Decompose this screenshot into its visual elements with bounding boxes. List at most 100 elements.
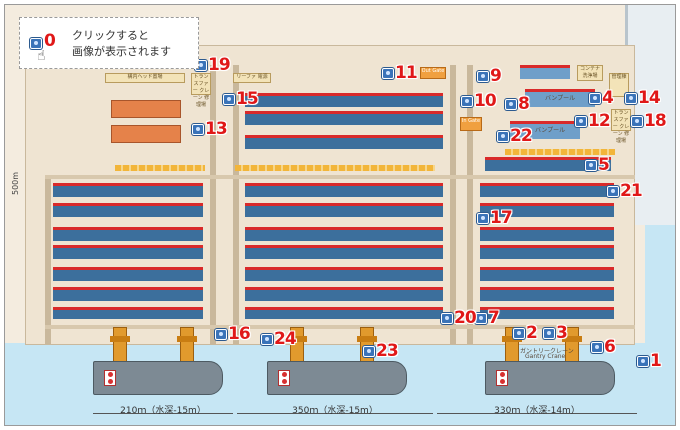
camera-icon — [625, 92, 637, 104]
camera-icon — [382, 67, 394, 79]
camera-marker-19[interactable]: 19 — [195, 55, 231, 75]
camera-marker-4[interactable]: 4 — [589, 88, 614, 108]
container-block — [520, 65, 570, 79]
camera-marker-5[interactable]: 5 — [585, 155, 610, 175]
marker-number: 12 — [588, 111, 611, 131]
container-block — [245, 287, 443, 301]
container-block — [53, 183, 203, 197]
container-block — [53, 287, 203, 301]
in-gate: In Gate — [460, 117, 482, 131]
camera-icon — [215, 328, 227, 340]
container-block — [245, 93, 443, 107]
container-block — [245, 245, 443, 259]
camera-marker-1[interactable]: 1 — [637, 351, 662, 371]
dimension-line — [93, 413, 233, 414]
building — [111, 125, 181, 143]
marker-number: 3 — [556, 323, 568, 343]
container-block — [245, 267, 443, 281]
legend-box: 0 ☝ クリックすると 画像が表示されます — [19, 17, 199, 69]
camera-marker-3[interactable]: 3 — [543, 323, 568, 343]
camera-marker-17[interactable]: 17 — [477, 208, 513, 228]
building-tc-repair-east: トランスファー クレーン 修理場 — [611, 109, 631, 144]
marker-number: 24 — [274, 329, 297, 349]
camera-marker-11[interactable]: 11 — [382, 63, 418, 83]
equipment-row — [235, 165, 435, 171]
out-gate: Out Gate — [420, 67, 446, 79]
marker-number: 5 — [598, 155, 610, 175]
camera-marker-21[interactable]: 21 — [607, 181, 643, 201]
ship — [93, 361, 223, 395]
legend-line-2: 画像が表示されます — [72, 45, 171, 58]
marker-number: 14 — [638, 88, 661, 108]
road — [450, 65, 456, 345]
camera-icon — [477, 70, 489, 82]
ship — [267, 361, 407, 395]
sea-east — [645, 225, 675, 345]
camera-icon — [261, 333, 273, 345]
camera-marker-16[interactable]: 16 — [215, 324, 251, 344]
legend-text: クリックすると 画像が表示されます — [72, 28, 171, 60]
camera-marker-24[interactable]: 24 — [261, 329, 297, 349]
ship — [485, 361, 615, 395]
camera-marker-18[interactable]: 18 — [631, 111, 667, 131]
container-block — [53, 203, 203, 217]
container-block — [480, 307, 614, 319]
camera-marker-6[interactable]: 6 — [591, 337, 616, 357]
camera-marker-10[interactable]: 10 — [461, 91, 497, 111]
marker-number: 21 — [620, 181, 643, 201]
vanpool — [510, 121, 580, 139]
container-block — [245, 203, 443, 217]
equipment-row — [115, 165, 205, 171]
camera-marker-15[interactable]: 15 — [223, 89, 259, 109]
camera-marker-8[interactable]: 8 — [505, 94, 530, 114]
camera-marker-14[interactable]: 14 — [625, 88, 661, 108]
container-wash: コンテナ 洗浄場 — [577, 65, 603, 81]
camera-icon — [477, 212, 489, 224]
road — [467, 65, 473, 345]
container-block — [53, 307, 203, 319]
camera-icon — [585, 159, 597, 171]
building-label: In Gate — [461, 118, 481, 124]
container-block — [53, 227, 203, 241]
marker-number: 2 — [526, 323, 538, 343]
building-label: 管理棟 — [611, 74, 627, 80]
dimension-line — [437, 413, 637, 414]
gantry-crane-label-ja: ガントリークレーン — [520, 348, 574, 355]
camera-icon — [461, 95, 473, 107]
camera-icon — [637, 355, 649, 367]
vanpool-label: バンプール — [545, 95, 576, 102]
container-block — [245, 227, 443, 241]
berth-length-1: 210ｍ（水深-15m） — [120, 406, 206, 416]
building-head-storage: 構内ヘッド置場 — [105, 73, 185, 83]
legend-line-1: クリックすると — [72, 29, 149, 42]
building-label: 構内ヘッド置場 — [127, 74, 163, 80]
camera-marker-12[interactable]: 12 — [575, 111, 611, 131]
camera-marker-20[interactable]: 20 — [441, 308, 477, 328]
marker-number: 22 — [510, 126, 533, 146]
side-dimension: 500m — [11, 171, 20, 195]
container-block — [480, 203, 614, 217]
berth-length-2: 350ｍ（水深-15m） — [292, 406, 378, 416]
container-block — [480, 287, 614, 301]
marker-number: 7 — [488, 308, 500, 328]
marker-number: 16 — [228, 324, 251, 344]
pointer-hand-icon: ☝ — [37, 48, 46, 64]
camera-icon — [505, 98, 517, 110]
road — [233, 65, 239, 345]
camera-marker-7[interactable]: 7 — [475, 308, 500, 328]
building-tc-repair: トランスファー クレーン 修理場 — [191, 73, 211, 108]
camera-marker-13[interactable]: 13 — [192, 119, 228, 139]
camera-marker-2[interactable]: 2 — [513, 323, 538, 343]
dimension-line — [237, 413, 433, 414]
gantry-crane-label-en: Gantry Crane — [525, 353, 566, 360]
camera-marker-23[interactable]: 23 — [363, 341, 399, 361]
container-block — [245, 183, 443, 197]
vanpool — [525, 89, 595, 107]
map-frame: 構内ヘッド置場 トランスファー クレーン 修理場 リーファ 電源 Out Gat… — [4, 4, 676, 426]
terminal-map: 構内ヘッド置場 トランスファー クレーン 修理場 リーファ 電源 Out Gat… — [5, 5, 675, 425]
road — [210, 65, 216, 345]
camera-marker-9[interactable]: 9 — [477, 66, 502, 86]
ship-deck — [278, 370, 290, 386]
camera-marker-22[interactable]: 22 — [497, 126, 533, 146]
marker-number: 1 — [650, 351, 662, 371]
